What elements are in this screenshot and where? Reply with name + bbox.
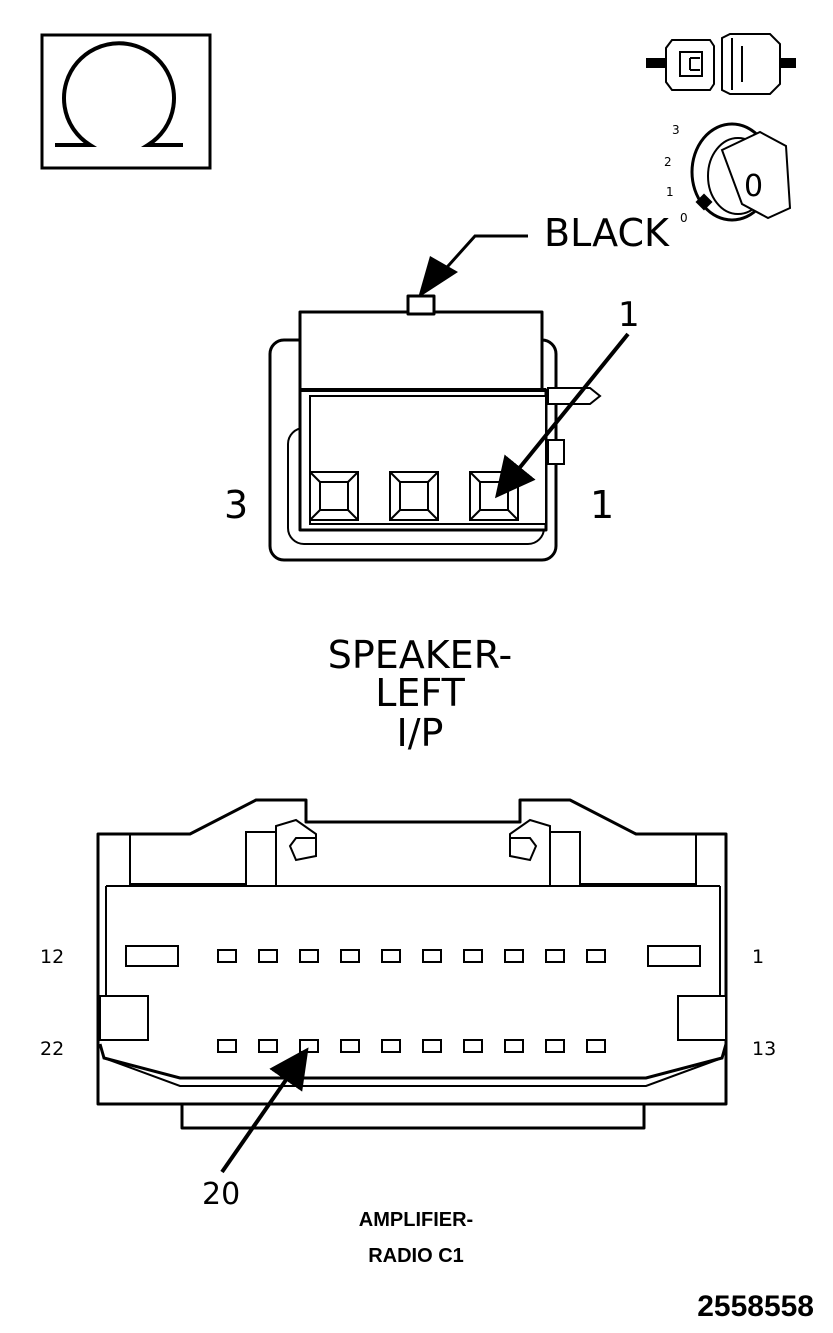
pin-20-arrow [220,1047,309,1174]
amp-cavity-12 [125,945,179,967]
ignition-pos-2: 2 [664,155,672,169]
speaker-pin-callout: 1 [618,295,640,335]
speaker-name-line-3: I/P [397,711,444,755]
speaker-pin-3 [309,471,359,521]
connector-color-label: BLACK [544,211,670,255]
figure-id: 2558558 [697,1290,814,1323]
amp-top-cavity-row [217,949,606,963]
amp-bottom-right-pin-number: 13 [752,1038,776,1060]
amp-top-left-pin-number: 12 [40,946,64,968]
speaker-left-pin-number: 3 [224,483,248,527]
pin-1-arrow [494,332,630,499]
ignition-key-icon: 3 2 1 0 0 [664,122,792,225]
speaker-name-line-1: SPEAKER- [328,633,513,677]
ohm-icon [55,41,183,147]
speaker-right-pin-number: 1 [590,483,614,527]
disconnected-connector-icon [646,33,796,95]
speaker-connector [268,294,630,562]
speaker-name-line-2: LEFT [375,671,465,715]
amp-pin-callout: 20 [202,1177,240,1212]
amp-top-right-pin-number: 1 [752,946,764,968]
ignition-pos-1: 1 [666,185,674,199]
ignition-pos-0: 0 [680,211,688,225]
amp-name-line-1: AMPLIFIER- [359,1209,473,1231]
speaker-pin-2 [389,471,439,521]
amp-name-line-2: RADIO C1 [368,1245,464,1267]
amp-cavity-1 [647,945,701,967]
ignition-pos-3: 3 [672,123,680,137]
amp-bottom-left-pin-number: 22 [40,1038,64,1060]
ignition-key-label: 0 [744,169,763,204]
amplifier-connector [96,798,728,1174]
speaker-color-callout: BLACK [418,211,670,298]
ohmmeter-symbol [40,33,212,170]
